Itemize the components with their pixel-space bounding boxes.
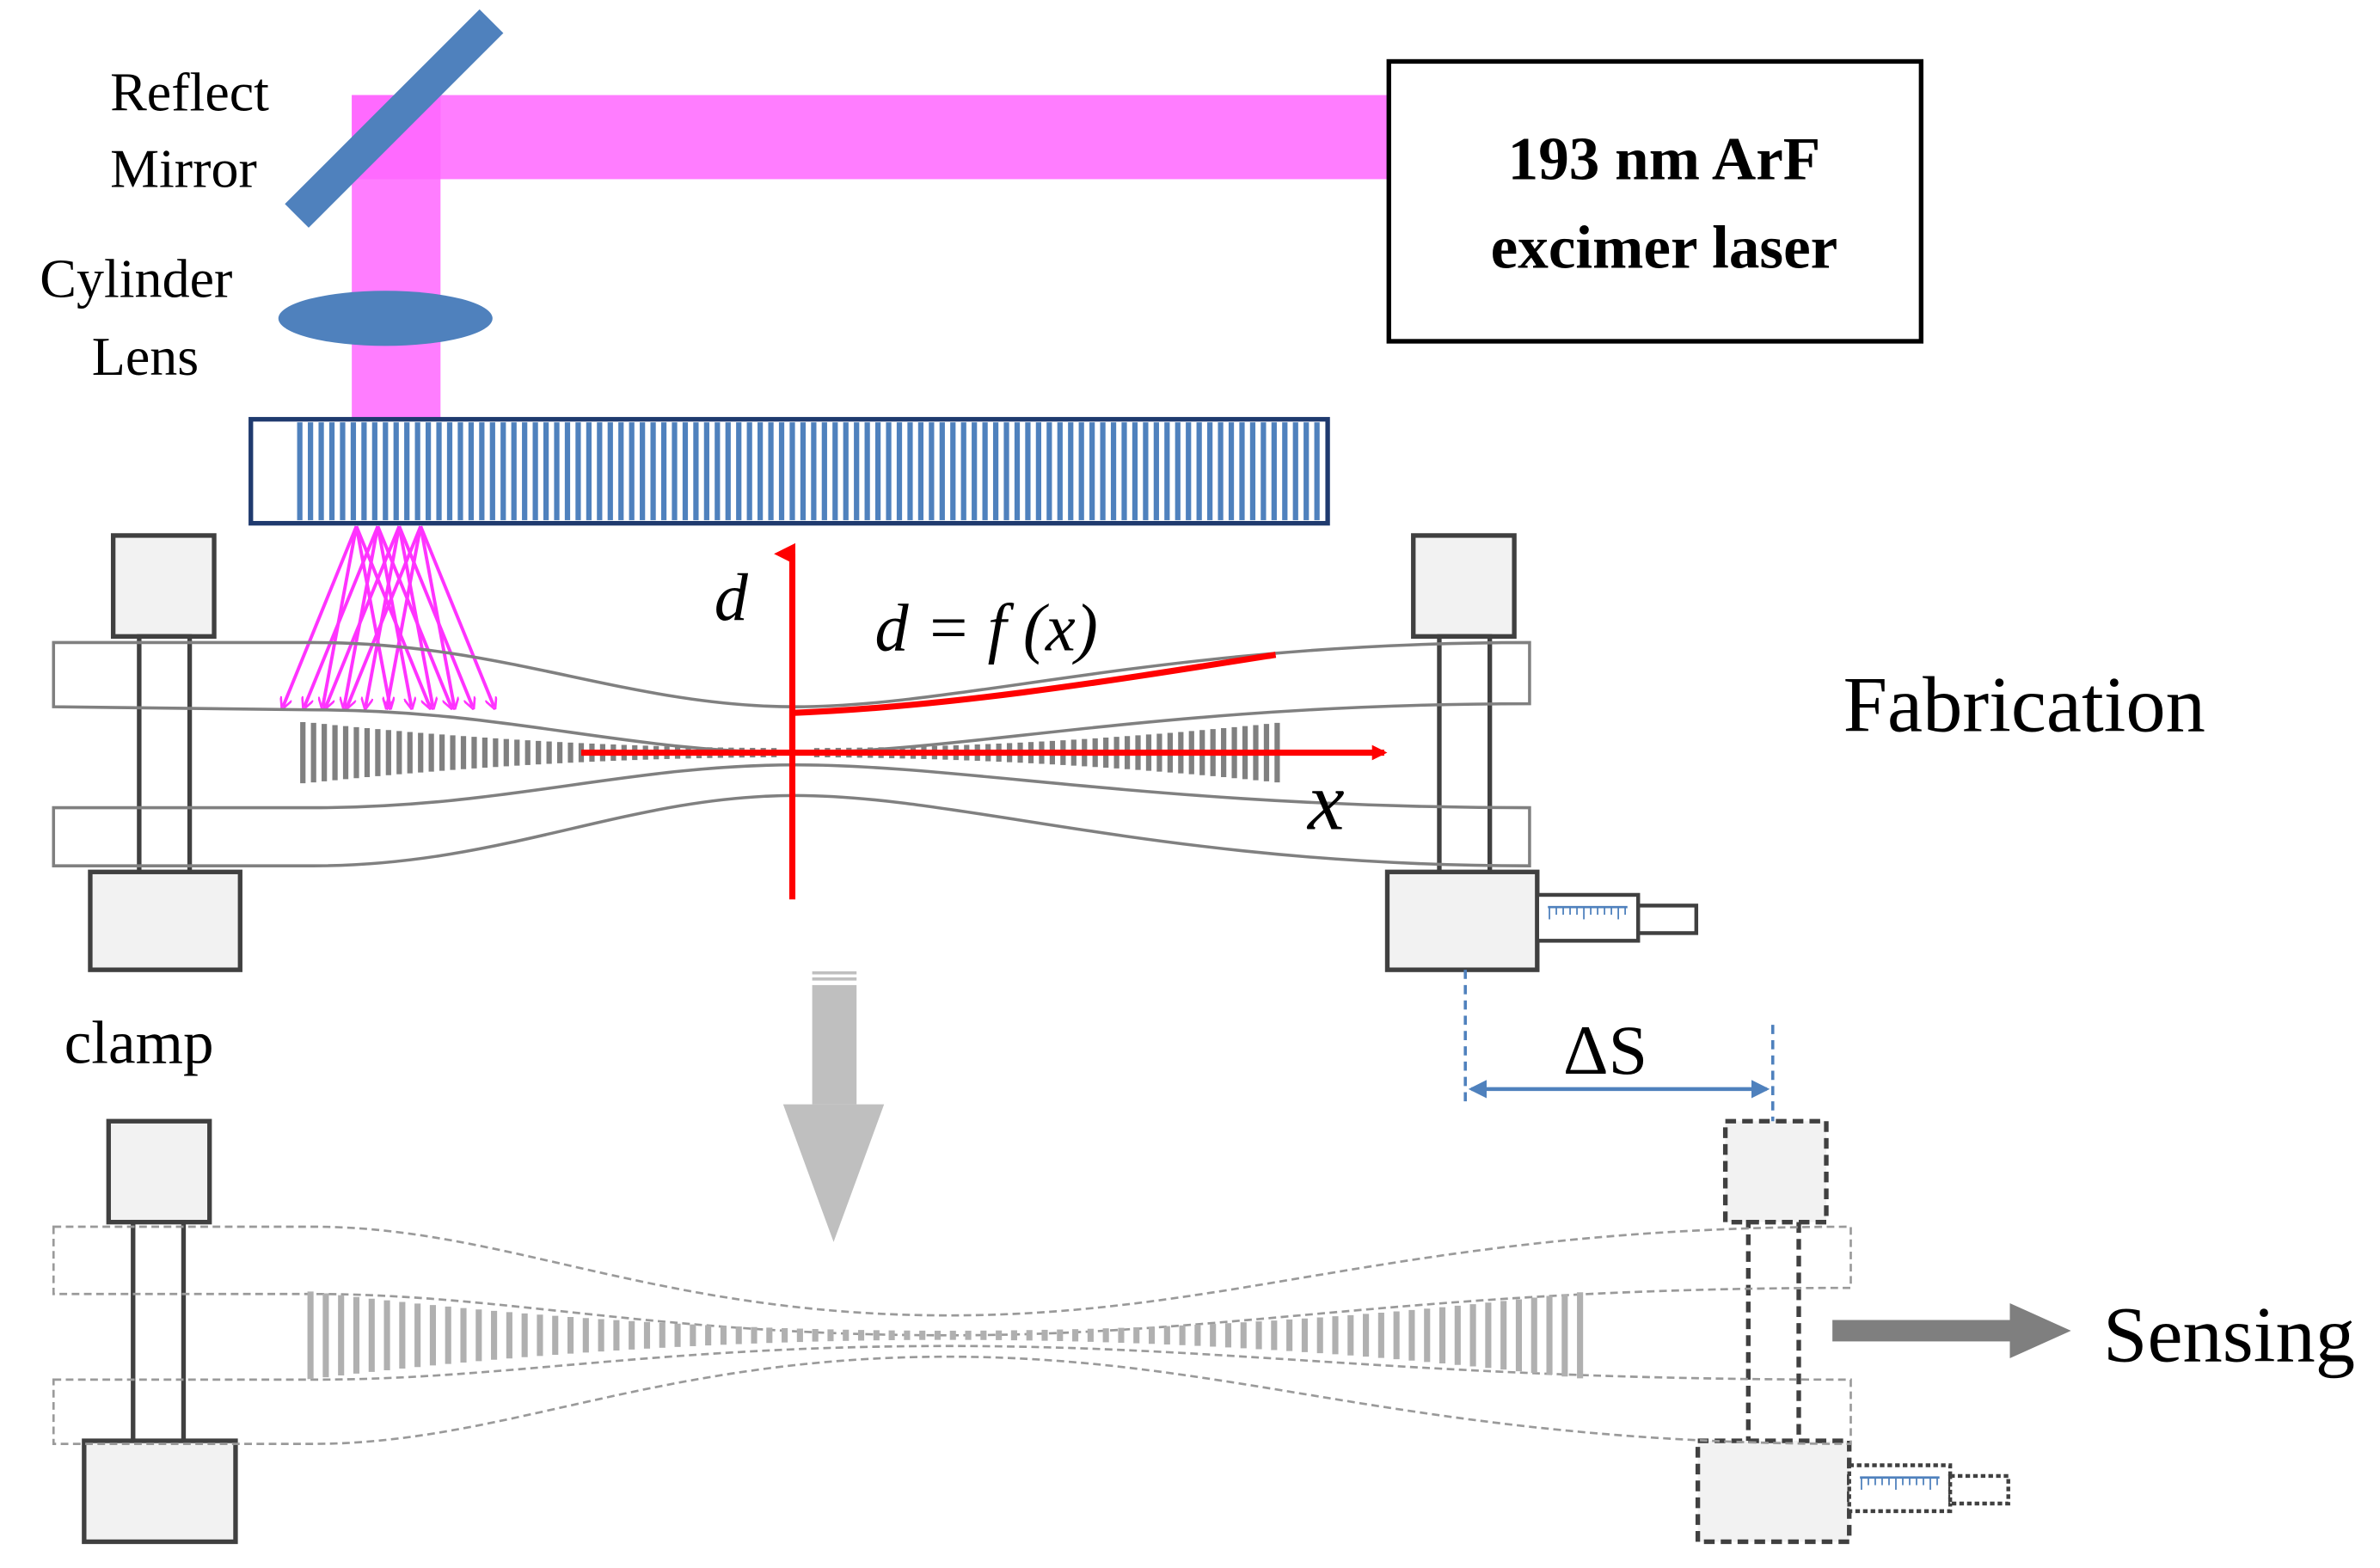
sensing-label: Sensing xyxy=(2103,1292,2355,1380)
reflect-mirror-label-line2: Mirror xyxy=(110,138,257,199)
diffracted-beam xyxy=(304,525,380,707)
fabrication-label: Fabrication xyxy=(1843,662,2205,750)
diffracted-beam xyxy=(419,525,454,707)
diffracted-beam xyxy=(354,525,390,707)
laser-label-line2: excimer laser xyxy=(1491,215,1838,282)
delta-s-label: ΔS xyxy=(1563,1011,1647,1089)
laser-beam xyxy=(352,95,1392,435)
profile-curve xyxy=(788,652,1277,753)
diffracted-beam xyxy=(419,525,494,707)
diffracted-beams xyxy=(283,525,494,707)
laser-box xyxy=(1386,58,1923,344)
fiber-bottom xyxy=(52,1225,1852,1445)
diffracted-beam xyxy=(283,525,359,707)
reflect-mirror-icon xyxy=(285,9,504,228)
left-clamp-bottom xyxy=(82,1118,238,1545)
d-axis-label: d xyxy=(715,560,749,634)
phase-mask-icon xyxy=(248,417,1330,526)
right-clamp-top xyxy=(1384,533,1540,972)
x-axis-label: x xyxy=(1306,755,1345,847)
right-clamp-bottom xyxy=(1695,1118,1852,1545)
micrometer-icon-bottom xyxy=(1847,1463,2010,1514)
diffracted-beam xyxy=(397,525,432,707)
cylinder-lens-label-line1: Cylinder xyxy=(40,248,232,309)
cylinder-lens-icon xyxy=(278,291,493,346)
diffracted-beam xyxy=(387,525,423,707)
sensing-arrow-icon xyxy=(1832,1302,2071,1358)
diffracted-beam xyxy=(326,525,402,707)
equation-label: d = f (x) xyxy=(875,590,1098,665)
process-arrow-icon xyxy=(782,971,885,1242)
micrometer-icon-top xyxy=(1535,892,1699,943)
clamp-label: clamp xyxy=(64,1010,214,1077)
reflect-mirror-label-line1: Reflect xyxy=(110,61,269,122)
cylinder-lens-label-line2: Lens xyxy=(92,326,199,387)
diffracted-beam xyxy=(376,525,411,707)
laser-label-line1: 193 nm ArF xyxy=(1508,126,1821,193)
diffracted-beam xyxy=(347,525,423,707)
left-clamp-top xyxy=(88,533,242,972)
